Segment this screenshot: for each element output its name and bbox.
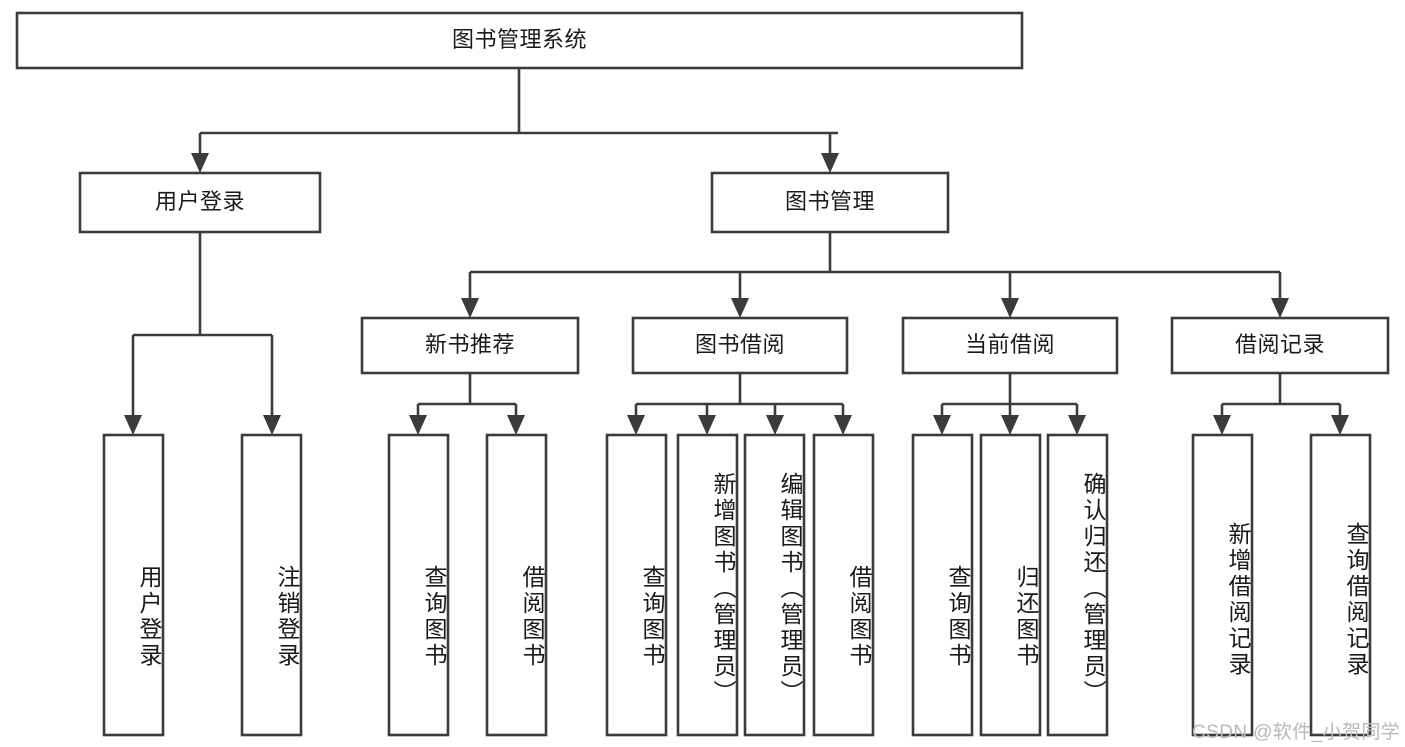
arrow-head-leaf-borrow-book-recommend — [507, 415, 525, 435]
arrow-head-leaf-user-login — [124, 415, 142, 435]
csdn-watermark: CSDN @软件_小贺同学 — [1192, 722, 1401, 743]
arrow-head-leaf-query-borrow-record — [1331, 415, 1349, 435]
node-box-root[interactable] — [15, 11, 1024, 70]
node-box-leaf-confirm-return-admin[interactable] — [1046, 433, 1109, 737]
arrow-head-book-borrow — [731, 298, 749, 318]
node-box-leaf-borrow-book-recommend[interactable] — [485, 433, 548, 737]
arrow-head-leaf-add-book-admin — [698, 415, 716, 435]
arrow-head-leaf-query-book-borrow — [627, 415, 645, 435]
arrow-head-leaf-borrow-book — [834, 415, 852, 435]
node-box-borrow-record[interactable] — [1170, 316, 1390, 375]
node-layer — [15, 11, 1390, 737]
node-box-leaf-query-book-current[interactable] — [911, 433, 974, 737]
arrow-head-leaf-add-borrow-record — [1213, 415, 1231, 435]
node-box-leaf-edit-book-admin[interactable] — [743, 433, 806, 737]
node-box-leaf-user-login[interactable] — [102, 433, 165, 737]
arrow-head-leaf-logout-login — [263, 415, 281, 435]
arrow-head-leaf-edit-book-admin — [766, 415, 784, 435]
node-box-leaf-logout-login[interactable] — [240, 433, 303, 737]
arrow-head-leaf-query-book-recommend — [409, 415, 427, 435]
arrow-head-book-management — [821, 153, 839, 173]
node-box-book-borrow[interactable] — [631, 316, 849, 375]
node-box-leaf-query-book-borrow[interactable] — [605, 433, 668, 737]
node-box-user-login[interactable] — [78, 171, 322, 234]
node-box-leaf-query-book-recommend[interactable] — [387, 433, 450, 737]
connector-layer — [124, 68, 1349, 435]
arrow-head-current-borrow — [1001, 298, 1019, 318]
arrow-head-new-book-recommend — [461, 298, 479, 318]
arrow-head-borrow-record — [1271, 298, 1289, 318]
arrow-head-leaf-query-book-current — [933, 415, 951, 435]
node-box-new-book-recommend[interactable] — [360, 316, 580, 375]
node-box-leaf-borrow-book[interactable] — [812, 433, 875, 737]
node-box-leaf-return-book[interactable] — [979, 433, 1042, 737]
arrow-head-leaf-confirm-return-admin — [1068, 415, 1086, 435]
node-box-leaf-add-book-admin[interactable] — [676, 433, 739, 737]
node-box-leaf-query-borrow-record[interactable] — [1309, 433, 1372, 737]
node-box-current-borrow[interactable] — [901, 316, 1119, 375]
arrow-head-user-login — [191, 153, 209, 173]
node-box-book-management[interactable] — [710, 171, 950, 234]
arrow-head-leaf-return-book — [1001, 415, 1019, 435]
node-box-leaf-add-borrow-record[interactable] — [1191, 433, 1254, 737]
